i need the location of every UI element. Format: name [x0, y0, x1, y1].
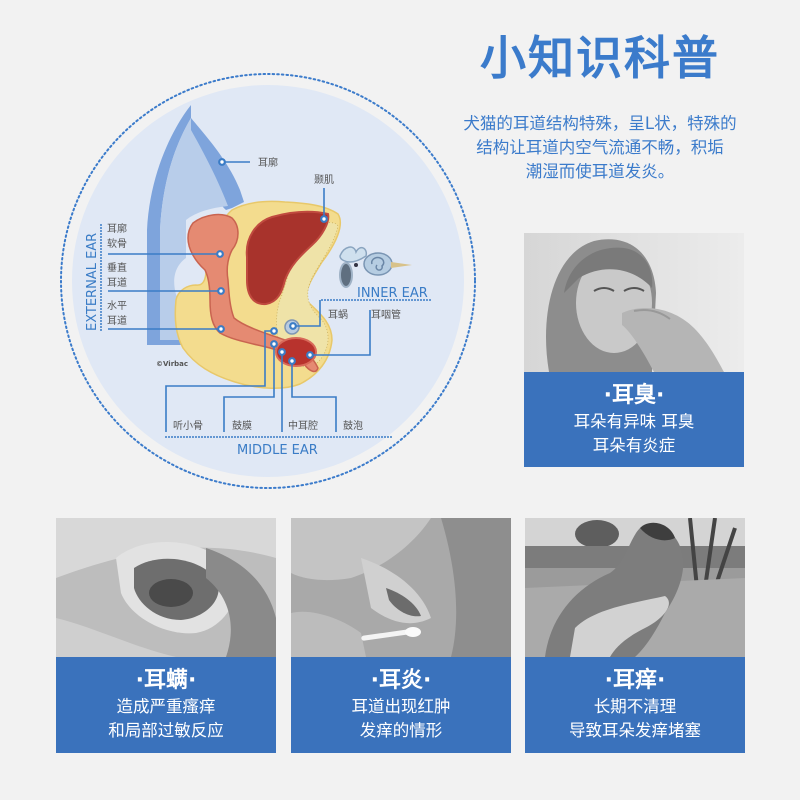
card-line: 长期不清理	[593, 697, 677, 716]
label-horizontal-1: 水平	[107, 300, 127, 312]
intro-paragraph: 犬猫的耳道结构特殊，呈L状，特殊的 结构让耳道内空气流通不畅，积垢 潮湿而使耳道…	[420, 112, 780, 184]
ear-anatomy-diagram: EXTERNAL EAR INNER EAR MIDDLE EAR 耳廓 颞肌 …	[60, 73, 476, 489]
label-tympanic-cavity: 中耳腔	[288, 419, 318, 432]
label-tympanic-bulla: 鼓泡	[343, 419, 363, 432]
symptom-card-otitis: ·耳炎· 耳道出现红肿 发痒的情形	[291, 518, 511, 753]
intro-line: 结构让耳道内空气流通不畅，积垢	[476, 138, 724, 157]
inner-ear-label: INNER EAR	[357, 286, 428, 301]
label-cochlea: 耳蜗	[328, 309, 348, 321]
photo-cotton-swab-in-ear	[291, 518, 511, 657]
label-cartilage-2: 软骨	[107, 237, 127, 250]
card-line: 和局部过敏反应	[108, 721, 224, 740]
middle-ear-label: MIDDLE EAR	[237, 443, 318, 458]
card-title: ·耳炎·	[370, 668, 432, 693]
temporalis-muscle	[245, 210, 330, 306]
card-caption: ·耳臭· 耳朵有异味 耳臭 耳朵有炎症	[524, 372, 744, 467]
photo-dog-scratching-ear	[525, 518, 745, 657]
pinna-inner	[160, 118, 228, 338]
symptom-card-itchy-ears: ·耳痒· 长期不清理 导致耳朵发痒堵塞	[525, 518, 745, 753]
card-title: ·耳臭·	[603, 383, 665, 408]
card-line: 造成严重瘙痒	[116, 697, 216, 716]
page-title: 小知识科普	[480, 31, 720, 85]
label-pinna: 耳廓	[258, 156, 278, 169]
symptom-card-ear-mites: ·耳螨· 造成严重瘙痒 和局部过敏反应	[56, 518, 276, 753]
intro-line: 犬猫的耳道结构特殊，呈L状，特殊的	[463, 114, 737, 133]
card-line: 耳朵有异味 耳臭	[573, 412, 695, 431]
card-line: 发痒的情形	[359, 721, 443, 740]
photo-woman-pinching-nose	[524, 233, 744, 372]
label-cartilage-1: 耳廓	[107, 222, 127, 235]
label-ossicles: 听小骨	[173, 420, 203, 432]
card-caption: ·耳螨· 造成严重瘙痒 和局部过敏反应	[56, 657, 276, 753]
label-eardrum: 鼓膜	[232, 419, 252, 432]
photo-ear-with-mites	[56, 518, 276, 657]
card-line: 耳朵有炎症	[592, 436, 676, 455]
label-eustachian-tube: 耳咽管	[371, 308, 401, 321]
label-vertical-2: 耳道	[107, 276, 127, 289]
virbac-credit: ©Virbac	[156, 360, 188, 368]
card-caption: ·耳痒· 长期不清理 导致耳朵发痒堵塞	[525, 657, 745, 753]
symptom-card-ear-odor: ·耳臭· 耳朵有异味 耳臭 耳朵有炎症	[524, 233, 744, 467]
intro-line: 潮湿而使耳道发炎。	[525, 162, 675, 181]
card-line: 导致耳朵发痒堵塞	[569, 721, 701, 740]
diagram-dotted-ring	[60, 73, 476, 489]
pointer-lines	[108, 161, 371, 432]
external-ear-label: EXTERNAL EAR	[85, 233, 100, 331]
card-title: ·耳螨·	[135, 668, 197, 693]
label-horizontal-2: 耳道	[107, 314, 127, 327]
pointer-dots	[216, 158, 328, 365]
label-temporalis: 颞肌	[314, 174, 334, 186]
inner-ear-illustration	[339, 246, 412, 288]
label-vertical-1: 垂直	[107, 261, 127, 274]
card-caption: ·耳炎· 耳道出现红肿 发痒的情形	[291, 657, 511, 753]
card-title: ·耳痒·	[604, 668, 666, 693]
card-line: 耳道出现红肿	[351, 697, 451, 716]
tympanic-bulla-shape	[275, 337, 317, 367]
